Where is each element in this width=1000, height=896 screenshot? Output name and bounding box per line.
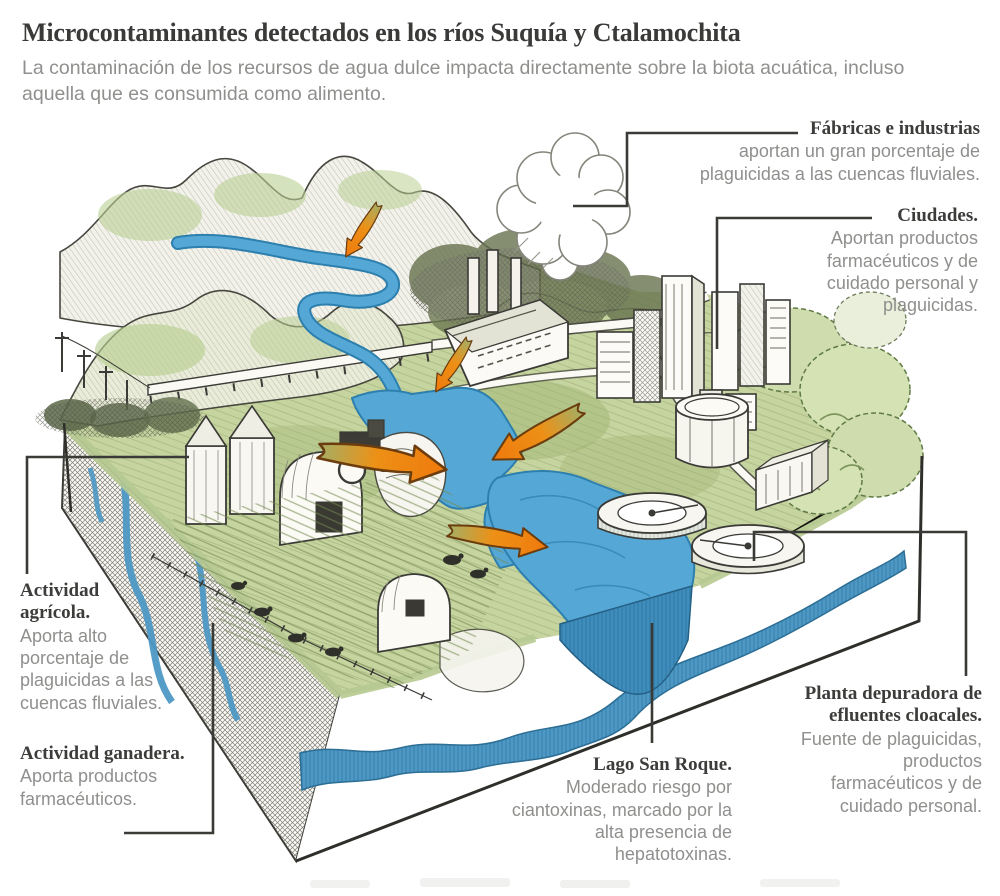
bushes <box>35 397 205 438</box>
page-subtitle: La contaminación de los recursos de agua… <box>22 57 905 105</box>
factory <box>443 249 570 388</box>
smoke-cloud <box>496 132 631 281</box>
label-planta-heading: Planta depuradora de efluentes cloacales… <box>804 683 982 727</box>
label-lago: Lago San Roque. Moderado riesgo por cian… <box>482 754 732 866</box>
clarifier-tank <box>597 492 707 540</box>
label-fabricas-heading: Fábricas e industrias <box>810 118 980 139</box>
label-lago-description: Moderado riesgo por ciantoxinas, marcado… <box>511 777 732 865</box>
label-agricola-description: Aporta alto porcentaje de plaguicidas a … <box>20 625 163 713</box>
block-edges <box>62 422 924 863</box>
cliff-stream <box>118 471 175 705</box>
label-agricola-heading: Actividad agrícola. <box>20 580 100 624</box>
label-fabricas: Fábricas e industrias aportan un gran po… <box>685 118 980 185</box>
farm <box>150 404 510 704</box>
label-lago-heading: Lago San Roque. <box>593 754 732 775</box>
front-face <box>296 455 922 861</box>
leader-agricola <box>25 455 189 574</box>
treatment-plant <box>597 393 829 575</box>
leader-planta <box>752 530 968 676</box>
label-agricola: Actividad agrícola. Aporta alto porcenta… <box>20 580 172 714</box>
city-buildings <box>596 274 791 431</box>
cliff-face <box>60 422 342 864</box>
label-ciudades: Ciudades. Aportan productos farmacéutico… <box>808 205 978 317</box>
bottom-smudge <box>310 878 840 888</box>
label-ganadera-description: Aporta productos farmacéuticos. <box>20 766 158 809</box>
label-ciudades-heading: Ciudades. <box>897 205 978 226</box>
label-ganadera: Actividad ganadera. Aporta productos far… <box>20 743 185 810</box>
leader-ciudades <box>715 216 872 349</box>
leader-ganadera <box>124 623 215 835</box>
leader-lines <box>25 131 968 835</box>
fence <box>150 552 434 704</box>
power-poles <box>55 332 151 410</box>
cliff-stream <box>87 467 105 524</box>
page-title: Microcontaminantes detectados en los río… <box>22 18 741 47</box>
label-ganadera-heading: Actividad ganadera. <box>20 743 185 764</box>
label-ciudades-description: Aportan productos farmacéuticos y de cui… <box>826 228 978 316</box>
silo <box>228 404 276 515</box>
leader-fabricas <box>573 131 798 208</box>
shed <box>377 573 451 654</box>
label-planta: Planta depuradora de efluentes cloacales… <box>787 683 982 817</box>
container-building <box>755 438 829 512</box>
cattle <box>231 553 489 657</box>
clarifier-tank <box>691 524 805 575</box>
label-planta-description: Fuente de plaguicidas, productos farmacé… <box>800 728 982 816</box>
label-fabricas-description: aportan un gran porcentaje de plaguicida… <box>699 141 980 184</box>
